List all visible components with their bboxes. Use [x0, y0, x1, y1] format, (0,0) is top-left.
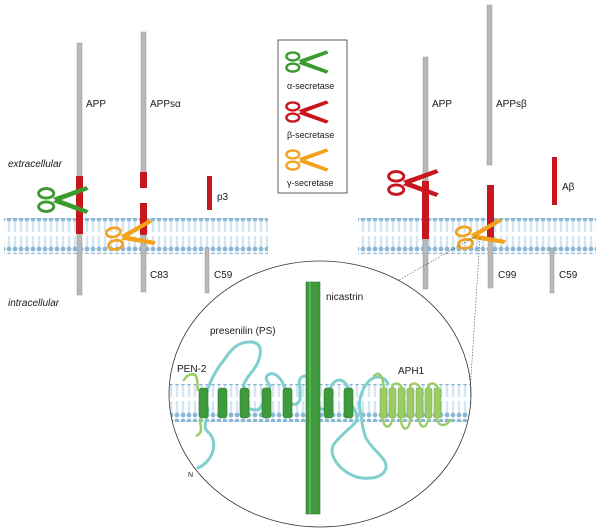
presenilin-helices	[198, 387, 354, 419]
legend-gamma-label: γ-secretase	[287, 178, 334, 188]
aph1-helices	[379, 387, 442, 419]
left-membrane	[4, 218, 268, 254]
c83-red-segment	[140, 203, 147, 235]
left-c59-label: C59	[214, 270, 233, 281]
pen2-chain	[182, 373, 200, 392]
zoom-ellipse	[168, 260, 472, 528]
zoom-line-right	[469, 237, 481, 393]
right-app-red-segment	[422, 181, 429, 239]
appsalpha-label: APPsα	[150, 99, 181, 110]
c83-label: C83	[150, 270, 169, 281]
right-c59-fragment	[549, 247, 555, 294]
appsbeta-fragment	[486, 4, 493, 166]
abeta-label: Aβ	[562, 182, 575, 193]
appsbeta-label: APPsβ	[496, 99, 527, 110]
left-c59-fragment	[204, 247, 210, 294]
p3-fragment	[207, 176, 212, 210]
legend-beta-label: β-secretase	[287, 130, 334, 140]
c83-fragment	[140, 234, 147, 293]
right-app-label: APP	[432, 99, 452, 110]
c99-label: C99	[498, 270, 517, 281]
nicastrin-helix	[305, 281, 321, 515]
n-terminus-label: N	[188, 472, 193, 479]
intracellular-label: intracellular	[8, 298, 60, 309]
appsalpha-red-tip	[140, 172, 147, 188]
right-c59-label: C59	[559, 270, 578, 281]
extracellular-label: extracellular	[8, 159, 63, 170]
appsalpha-fragment	[140, 31, 147, 173]
abeta-fragment	[552, 157, 557, 205]
aph1-label: APH1	[398, 366, 425, 377]
beta-secretase-scissors-icon	[387, 168, 440, 198]
p3-label: p3	[217, 192, 229, 203]
aph1-loops	[372, 372, 452, 430]
left-app-red-segment	[76, 176, 83, 234]
nicastrin-label: nicastrin	[326, 292, 363, 303]
left-app-stalk	[76, 42, 83, 296]
left-app-label: APP	[86, 99, 106, 110]
legend-alpha-label: α-secretase	[287, 81, 334, 91]
c99-red-segment	[487, 185, 494, 240]
pen2-label: PEN-2	[177, 364, 207, 375]
presenilin-label: presenilin (PS)	[210, 326, 276, 337]
c99-fragment	[487, 239, 494, 289]
